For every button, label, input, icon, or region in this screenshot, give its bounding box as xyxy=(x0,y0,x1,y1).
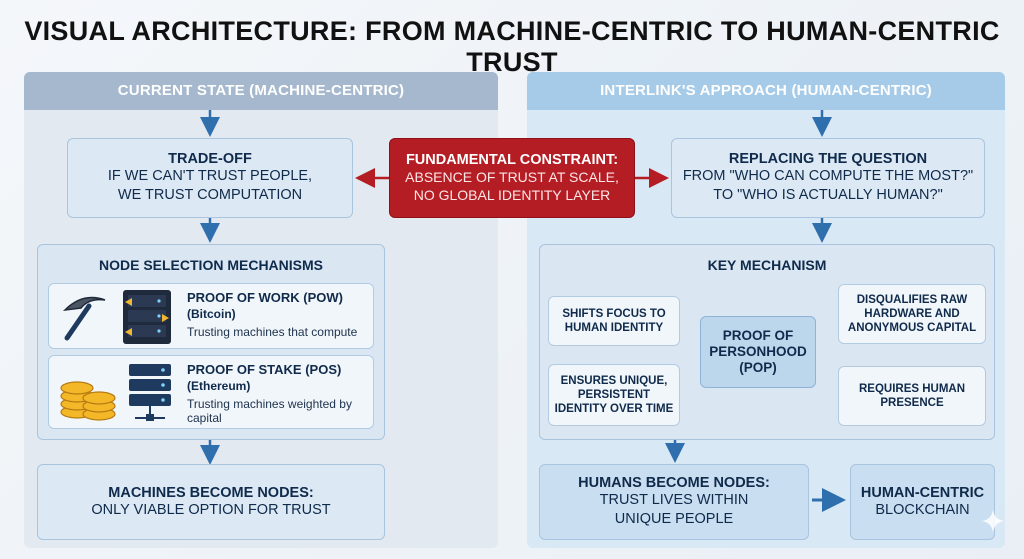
humans-line-1: TRUST LIVES WITHIN xyxy=(599,492,749,508)
shifts-line-1: SHIFTS FOCUS TO xyxy=(562,308,666,320)
machines-heading: MACHINES BECOME NODES: xyxy=(108,484,314,501)
tradeoff-box: TRADE-OFF IF WE CAN'T TRUST PEOPLE, WE T… xyxy=(67,138,353,218)
replacing-line-2: TO "WHO IS ACTUALLY HUMAN?" xyxy=(713,187,943,203)
proof-of-personhood-box: PROOF OF PERSONHOOD (POP) xyxy=(700,316,816,388)
disq-line-2: HARDWARE AND xyxy=(864,308,960,320)
ensures-line-2: PERSISTENT xyxy=(577,389,651,401)
sparkle-icon xyxy=(981,509,1005,533)
pos-name: PROOF OF STAKE (POS) xyxy=(187,362,342,377)
humans-line-2: UNIQUE PEOPLE xyxy=(614,511,734,527)
replacing-question-box: REPLACING THE QUESTION FROM "WHO CAN COM… xyxy=(671,138,985,218)
human-centric-blockchain-box: HUMAN-CENTRIC BLOCKCHAIN xyxy=(850,464,995,540)
constraint-heading: FUNDAMENTAL CONSTRAINT: xyxy=(405,152,619,168)
constraint-line-1: ABSENCE OF TRUST AT SCALE, xyxy=(405,169,619,185)
ensures-line-3: IDENTITY OVER TIME xyxy=(554,403,674,415)
coin-stack-icon xyxy=(60,381,116,421)
key-mechanism-title: KEY MECHANISM xyxy=(707,257,827,273)
blockchain-heading: HUMAN-CENTRIC xyxy=(860,484,985,501)
pow-card: PROOF OF WORK (POW) (Bitcoin) Trusting m… xyxy=(48,283,374,349)
fundamental-constraint-box: FUNDAMENTAL CONSTRAINT: ABSENCE OF TRUST… xyxy=(389,138,635,218)
pos-description-line-2: capital xyxy=(187,411,222,425)
pow-example: (Bitcoin) xyxy=(187,307,236,321)
pos-example: (Ethereum) xyxy=(187,379,251,393)
ensures-unique-box: ENSURES UNIQUE, PERSISTENT IDENTITY OVER… xyxy=(548,364,680,426)
interlink-approach-header: INTERLINK'S APPROACH (HUMAN-CENTRIC) xyxy=(527,72,1005,110)
pos-description-line-1: Trusting machines weighted by xyxy=(187,397,352,411)
pop-line-3: (POP) xyxy=(739,360,777,375)
pos-card: PROOF OF STAKE (POS) (Ethereum) Trusting… xyxy=(48,355,374,429)
tradeoff-line-1: IF WE CAN'T TRUST PEOPLE, xyxy=(107,168,313,184)
node-selection-group: NODE SELECTION MECHANISMS PROOF OF WORK … xyxy=(37,244,385,440)
tradeoff-line-2: WE TRUST COMPUTATION xyxy=(117,187,303,203)
disqualifies-box: DISQUALIFIES RAW HARDWARE AND ANONYMOUS … xyxy=(838,284,986,344)
pop-line-1: PROOF OF xyxy=(722,328,794,343)
blockchain-text: BLOCKCHAIN xyxy=(875,501,970,518)
shifts-line-2: HUMAN IDENTITY xyxy=(564,322,664,334)
humans-heading: HUMANS BECOME NODES: xyxy=(578,475,770,491)
replacing-line-1: FROM "WHO CAN COMPUTE THE MOST?" xyxy=(682,168,974,184)
requires-human-box: REQUIRES HUMAN PRESENCE xyxy=(838,366,986,426)
pow-description: Trusting machines that compute xyxy=(187,325,358,339)
replacing-heading: REPLACING THE QUESTION xyxy=(728,151,928,167)
machines-become-nodes-box: MACHINES BECOME NODES: ONLY VIABLE OPTIO… xyxy=(37,464,385,540)
page-title: VISUAL ARCHITECTURE: FROM MACHINE-CENTRI… xyxy=(24,16,1000,77)
humans-become-nodes-box: HUMANS BECOME NODES: TRUST LIVES WITHIN … xyxy=(539,464,809,540)
pickaxe-icon xyxy=(62,296,106,341)
shifts-focus-box: SHIFTS FOCUS TO HUMAN IDENTITY xyxy=(548,296,680,346)
disq-line-3: ANONYMOUS CAPITAL xyxy=(847,322,977,334)
req-line-1: REQUIRES HUMAN xyxy=(858,383,966,395)
machines-text: ONLY VIABLE OPTION FOR TRUST xyxy=(91,501,331,518)
req-line-2: PRESENCE xyxy=(880,397,944,409)
constraint-line-2: NO GLOBAL IDENTITY LAYER xyxy=(413,187,611,203)
pow-name: PROOF OF WORK (POW) xyxy=(187,290,343,305)
pop-line-2: PERSONHOOD xyxy=(709,344,807,359)
disq-line-1: DISQUALIFIES RAW xyxy=(856,294,968,306)
server-rack-icon xyxy=(123,290,171,344)
current-state-header: CURRENT STATE (MACHINE-CENTRIC) xyxy=(24,72,498,110)
ensures-line-1: ENSURES UNIQUE, xyxy=(560,375,668,387)
node-selection-title: NODE SELECTION MECHANISMS xyxy=(98,257,323,273)
tradeoff-heading: TRADE-OFF xyxy=(168,151,252,167)
network-server-icon xyxy=(129,364,171,421)
